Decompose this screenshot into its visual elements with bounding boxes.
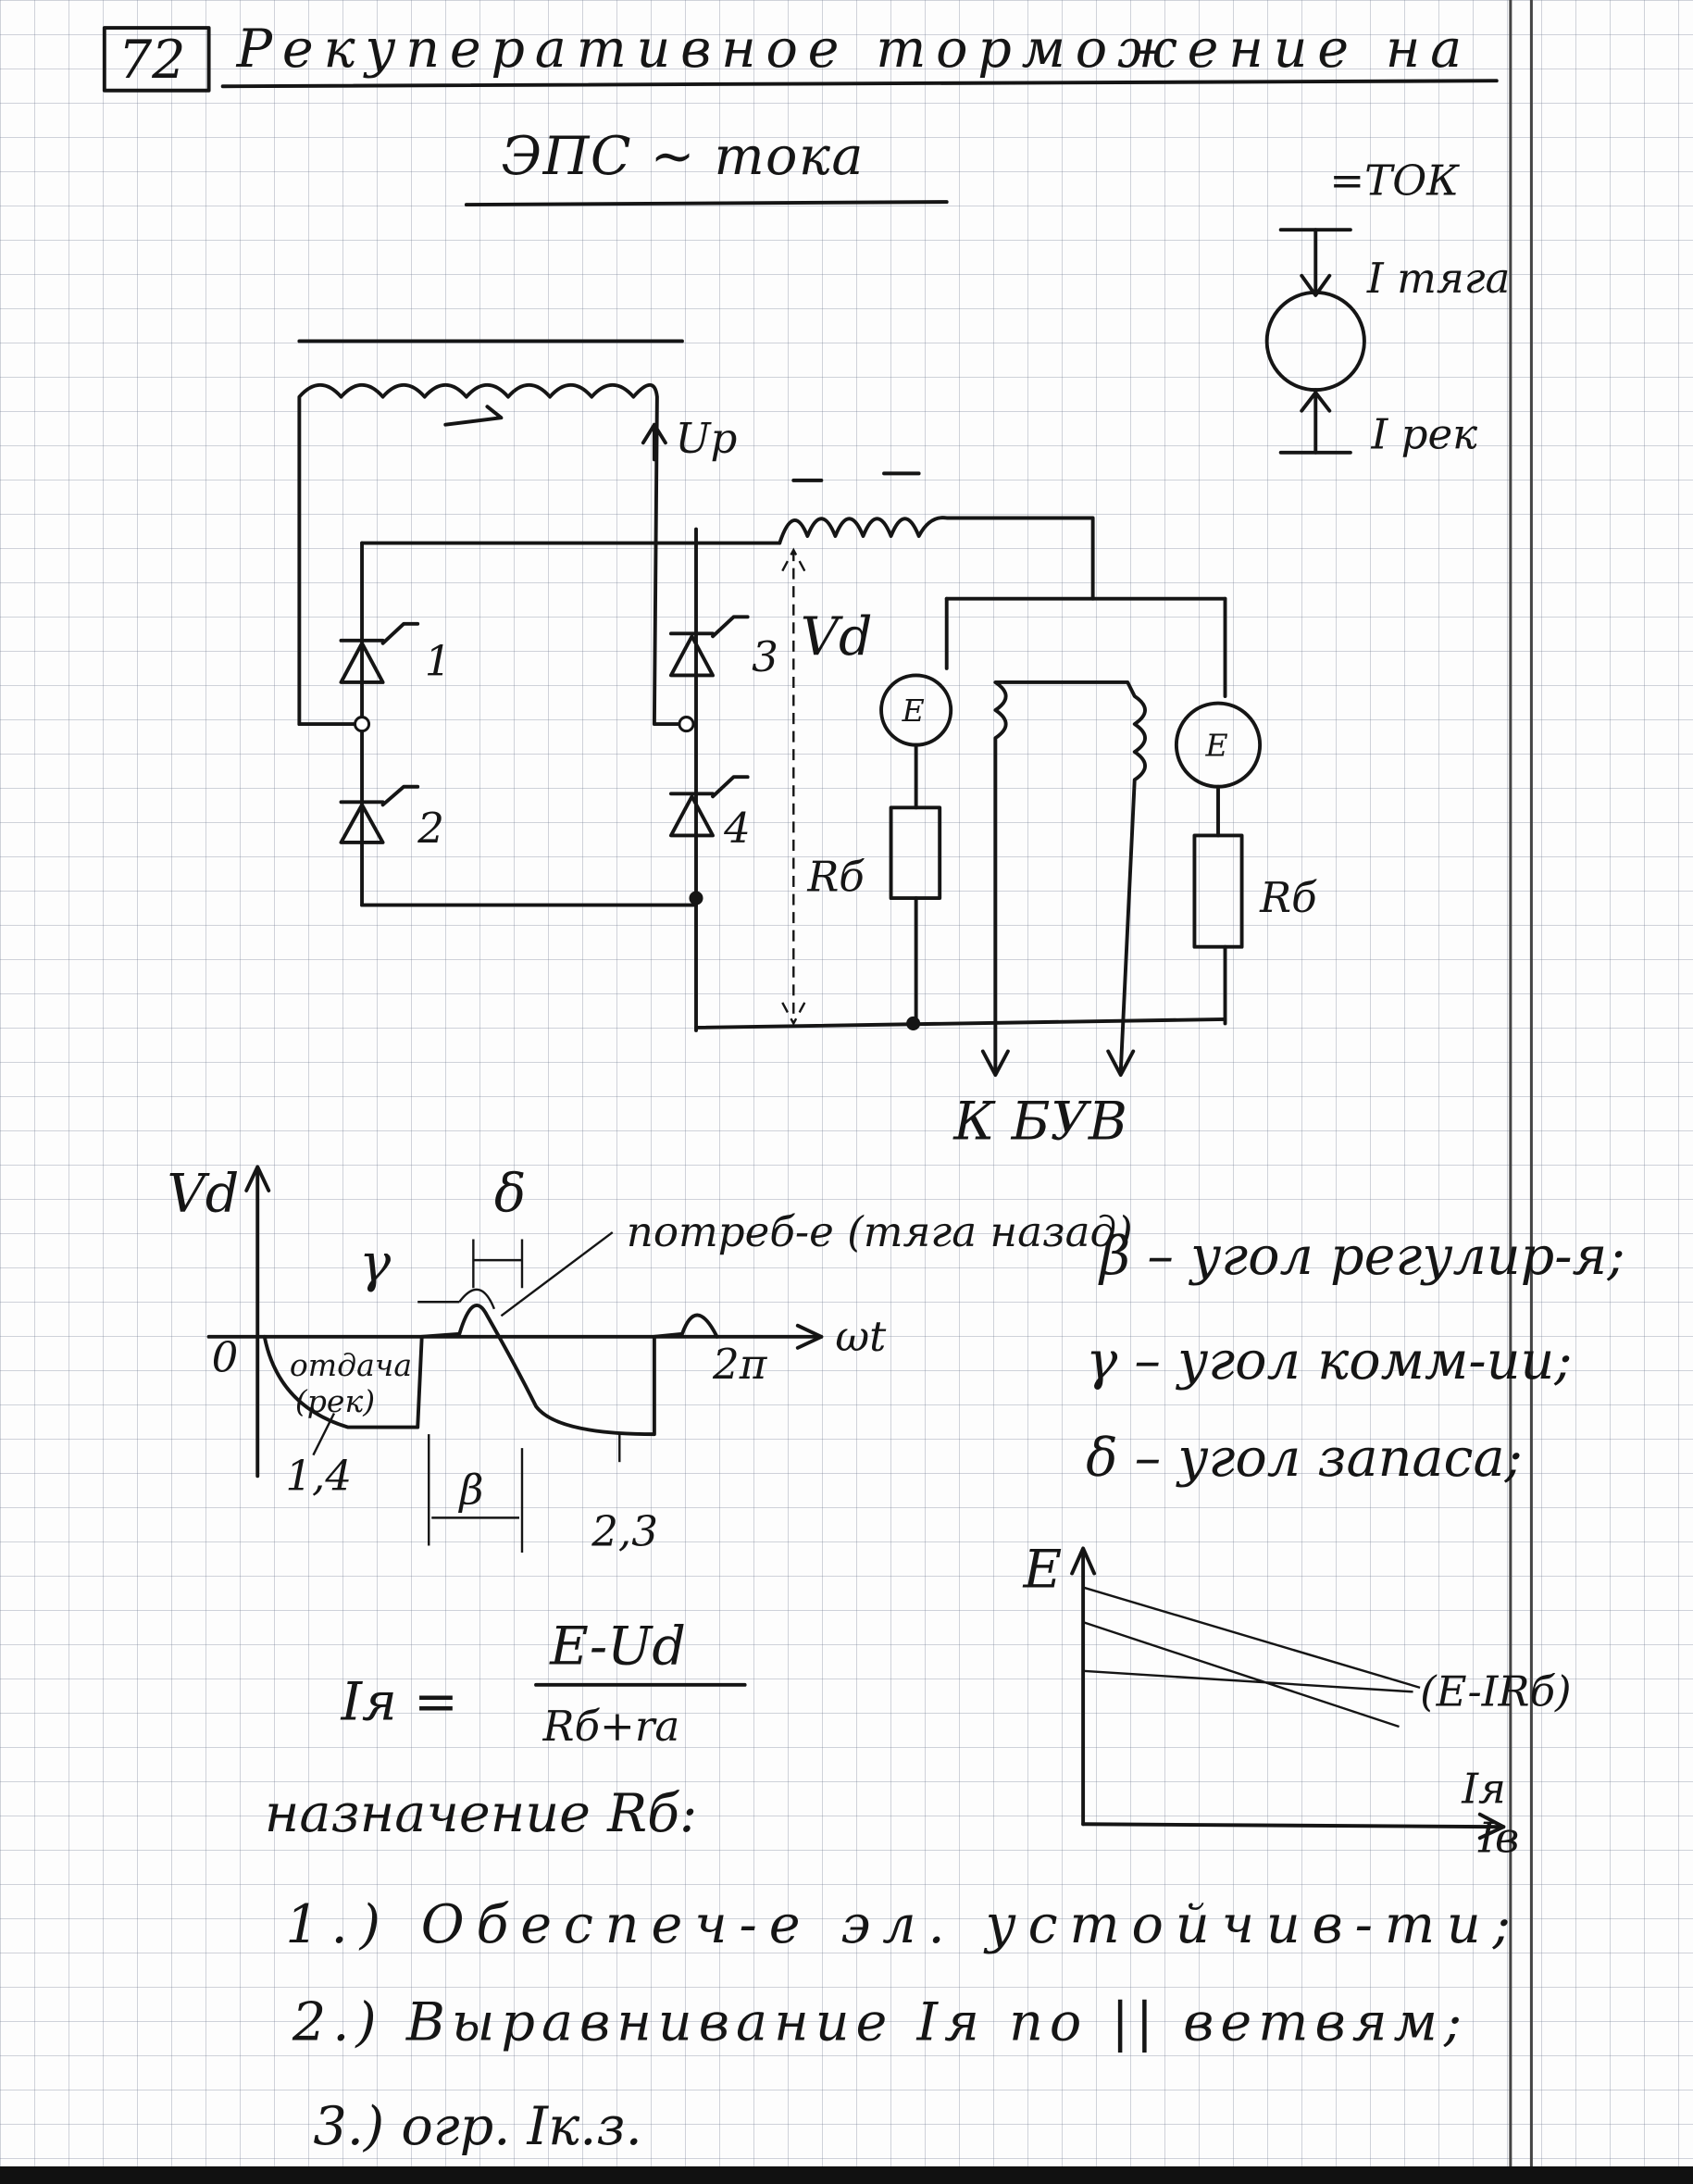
svg-text:2,3: 2,3 [591, 1506, 658, 1555]
thyristor-1 [339, 621, 420, 684]
svg-text:Iв: Iв [1477, 1813, 1519, 1862]
svg-text:Rб: Rб [1259, 873, 1317, 922]
svg-text:отдача: отдача [290, 1347, 412, 1383]
scan-edge [0, 2166, 1693, 2184]
vd-label: Vd [801, 606, 873, 668]
svg-text:Rб: Rб [806, 853, 865, 902]
purpose-item: 2.) Выравнивание Iя по || ветвям; [292, 1991, 1462, 2053]
svg-text:(E-IRб): (E-IRб) [1420, 1666, 1572, 1716]
svg-text:Iя =: Iя = [340, 1671, 457, 1732]
svg-text:2π: 2π [712, 1340, 768, 1389]
motor-symbol [1264, 290, 1366, 393]
page-title: Рекуперативное торможение на [236, 19, 1463, 80]
definition-delta: δ – угол запаса; [1086, 1428, 1523, 1489]
svg-text:γ: γ [359, 1233, 392, 1294]
current-formula: Iя = E-Ud Rб+rа [340, 1616, 747, 1751]
voltage-up-label: Uр [675, 414, 737, 463]
thyristor-4 [668, 775, 750, 838]
thyristor-2 [339, 784, 420, 844]
svg-text:2: 2 [417, 804, 444, 853]
purpose-heading: назначение Rб: [265, 1783, 698, 1844]
transformer-arrow [443, 405, 504, 427]
page-number-box [102, 26, 211, 93]
svg-text:Iя: Iя [1461, 1765, 1506, 1814]
svg-text:Vd: Vd [167, 1163, 239, 1224]
characteristic-graph: E (E-IRб) Iя Iв [1022, 1540, 1571, 1863]
thyristor-3 [668, 615, 750, 678]
svg-text:1,4: 1,4 [285, 1451, 352, 1500]
svg-text:E: E [1022, 1540, 1062, 1601]
subtitle-underline [464, 200, 949, 207]
definition-gamma: γ – угол комм-ии; [1086, 1330, 1572, 1392]
page-subtitle: ЭПС ~ тока [501, 126, 863, 187]
purpose-item: 3.) огр. Iк.з. [313, 2096, 641, 2157]
svg-text:4: 4 [723, 804, 751, 853]
svg-text:3: 3 [752, 632, 778, 681]
svg-text:1: 1 [425, 636, 452, 685]
svg-text:0: 0 [212, 1332, 239, 1381]
traction-current-label: I тяга [1366, 254, 1511, 303]
svg-text:E: E [902, 693, 925, 729]
svg-text:δ: δ [494, 1163, 526, 1224]
circuit-diagram: Uр 1 2 3 4 Vd E E Rб Rб [297, 339, 1317, 1152]
ballast-resistor-2 [1192, 833, 1244, 949]
page-number: 72 [118, 30, 186, 91]
svg-text:E-Ud: E-Ud [549, 1616, 686, 1677]
svg-text:Rб+rа: Rб+rа [542, 1702, 680, 1751]
output-label: К БУВ [952, 1091, 1127, 1152]
voltage-waveform: Vd 0 δ γ потреб-е (тяга назад) отдача (р… [167, 1163, 1132, 1555]
svg-text:β: β [457, 1465, 483, 1514]
consumption-note: потреб-е (тяга назад) [627, 1207, 1133, 1256]
definition-beta: β – угол регулир-я; [1098, 1226, 1625, 1287]
svg-text:ωt: ωt [835, 1312, 887, 1361]
ballast-resistor-1 [889, 805, 942, 901]
field-windings [993, 680, 1147, 1075]
current-direction-diagram: =ТОК I тяга I рек [1264, 156, 1511, 458]
purpose-item: 1.) Обеспеч-е эл. устойчив-ти; [285, 1894, 1511, 1955]
svg-text:(рек): (рек) [295, 1383, 375, 1419]
svg-text:E: E [1204, 728, 1227, 764]
title-underline [220, 79, 1499, 89]
dc-label: =ТОК [1329, 156, 1460, 206]
recuperation-current-label: I рек [1370, 409, 1477, 458]
